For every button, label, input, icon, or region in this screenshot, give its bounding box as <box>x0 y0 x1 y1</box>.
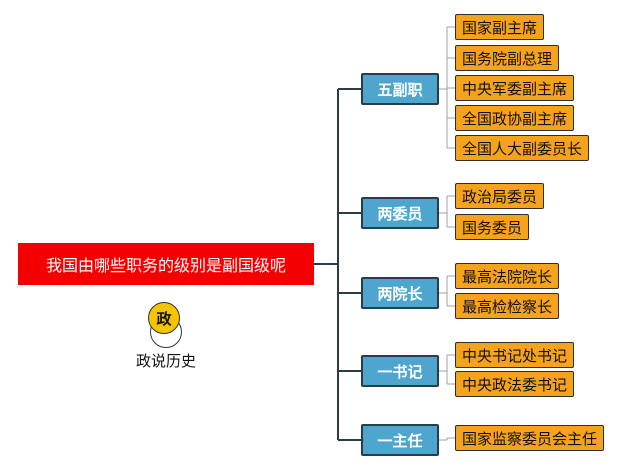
leaf-node: 全国政协副主席 <box>455 105 575 131</box>
leaf-node: 国务委员 <box>455 214 530 240</box>
branch-node: 一书记 <box>361 355 439 387</box>
branch-node: 两院长 <box>361 277 439 309</box>
leaf-node: 政治局委员 <box>455 183 545 209</box>
root-topic: 我国由哪些职务的级别是副国级呢 <box>18 243 314 285</box>
logo-emblem: 政 <box>148 302 180 334</box>
branch-node: 五副职 <box>361 73 439 105</box>
leaf-node: 国家副主席 <box>455 14 545 40</box>
leaf-node: 国务院副总理 <box>455 45 560 71</box>
leaf-node: 全国人大副委员长 <box>455 135 590 161</box>
leaf-node: 中央政法委书记 <box>455 371 575 397</box>
brand-logo: 政 <box>148 302 184 348</box>
branch-node: 一主任 <box>361 424 439 456</box>
leaf-node: 中央书记处书记 <box>455 342 575 368</box>
leaf-node: 最高检检察长 <box>455 293 560 319</box>
brand-name: 政说历史 <box>135 352 196 370</box>
branch-node: 两委员 <box>361 197 439 229</box>
leaf-node: 最高法院院长 <box>455 263 560 289</box>
leaf-node: 中央军委副主席 <box>455 75 575 101</box>
leaf-node: 国家监察委员会主任 <box>455 425 605 451</box>
